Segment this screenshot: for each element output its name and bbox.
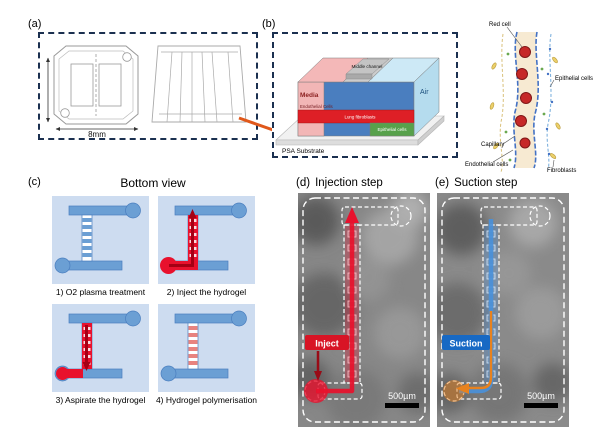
suction-flow-arrow	[467, 311, 493, 390]
inject-pointer-head	[314, 371, 322, 381]
device-outline-dashed	[302, 197, 426, 423]
hydrogel-aspiration-overlay	[56, 323, 92, 380]
step-4-diagram	[158, 304, 255, 392]
leader-lines	[492, 26, 555, 168]
step-2-caption: 2) Inject the hydrogel	[166, 287, 247, 297]
chip-3d-schematic: Media Middle channel Air Endothelial Cel…	[275, 57, 445, 155]
step-1-caption: 1) O2 plasma treatment	[55, 287, 146, 297]
suction-photo: Suction 500µm	[437, 193, 569, 427]
endothelial-layer-left	[513, 31, 519, 169]
panel-a-box: 8mm	[38, 32, 258, 140]
fibroblasts-label: Fibroblasts	[547, 168, 576, 174]
chip-body	[297, 57, 440, 137]
inject-tag: Inject	[315, 339, 339, 349]
scale-text-e: 500µm	[527, 391, 555, 401]
suction-tag-box	[442, 335, 490, 350]
step-4-caption: 4) Hydrogel polymerisation	[155, 395, 258, 405]
panel-e-title: (e) Suction step	[435, 177, 517, 189]
panel-c-label: (c)	[28, 176, 41, 188]
polymerised-hydrogel-overlay	[188, 326, 198, 365]
device-perspective-drawing	[151, 45, 247, 123]
dimension-8mm-label: 8mm	[88, 130, 106, 138]
suction-step-title: Suction step	[454, 177, 518, 189]
panel-b-box: Media Middle channel Air Endothelial Cel…	[272, 32, 458, 158]
channel-layout	[52, 196, 149, 284]
endothelial-cells-annotation: Endothelial cells	[465, 162, 508, 168]
scale-bar-e	[524, 403, 558, 408]
endothelial-layer-right	[533, 31, 540, 169]
scale-text-d: 500µm	[388, 391, 416, 401]
capillary-label: Capillary	[481, 142, 504, 148]
device-top-view-drawing	[53, 45, 139, 125]
injection-arrowhead	[345, 207, 359, 223]
dimension-lines	[46, 57, 139, 131]
panel-e-label: (e)	[435, 177, 450, 189]
capillary-cross-section: Red cell Epithelial cells Capillary Endo…	[465, 22, 593, 174]
epithelial-cells-label: Epithelial cells	[377, 127, 407, 132]
device-cad-drawings: 8mm	[46, 45, 247, 138]
step-1-diagram	[52, 196, 149, 284]
lung-fibroblasts-label: Lung fibroblasts	[345, 115, 377, 120]
panel-d-label: (d)	[296, 177, 311, 189]
hydrogel-injection-overlay	[160, 209, 198, 274]
inject-tag-box	[305, 335, 349, 350]
epithelial-dots	[545, 47, 554, 156]
device-outline-dashed	[441, 197, 565, 423]
bottom-view-title: Bottom view	[120, 176, 186, 190]
scale-bar-d	[385, 403, 419, 408]
outlet-port-blob	[443, 380, 465, 402]
panel-a-label: (a)	[28, 18, 42, 30]
step-2-diagram	[158, 196, 255, 284]
photo-texture	[298, 193, 430, 427]
epithelial-layer	[546, 33, 552, 171]
air-label: Air	[420, 89, 429, 96]
inlet-port-blob	[304, 379, 328, 403]
fibroblast-cells	[489, 56, 561, 159]
step-3-caption: 3) Aspirate the hydrogel	[55, 395, 146, 405]
panel-d-title: (d) Injection step	[296, 177, 383, 189]
epithelial-cells-annotation: Epithelial cells	[555, 76, 593, 82]
media-label: Media	[300, 92, 319, 99]
middle-channel-label: Middle channel	[352, 64, 383, 69]
step-3-diagram	[52, 304, 149, 392]
suction-tag: Suction	[450, 339, 483, 349]
green-dots	[504, 52, 546, 162]
panel-b-label: (b)	[262, 18, 276, 30]
injection-step-title: Injection step	[315, 177, 383, 189]
endothelial-cells-label: Endothelial Cells	[300, 104, 334, 109]
injection-photo: Inject 500µm	[298, 193, 430, 427]
red-cell-label: Red cell	[489, 22, 511, 28]
psa-substrate-label: PSA Substrate	[282, 148, 325, 155]
fibroblast-layer	[499, 33, 504, 173]
red-cells	[515, 46, 532, 149]
